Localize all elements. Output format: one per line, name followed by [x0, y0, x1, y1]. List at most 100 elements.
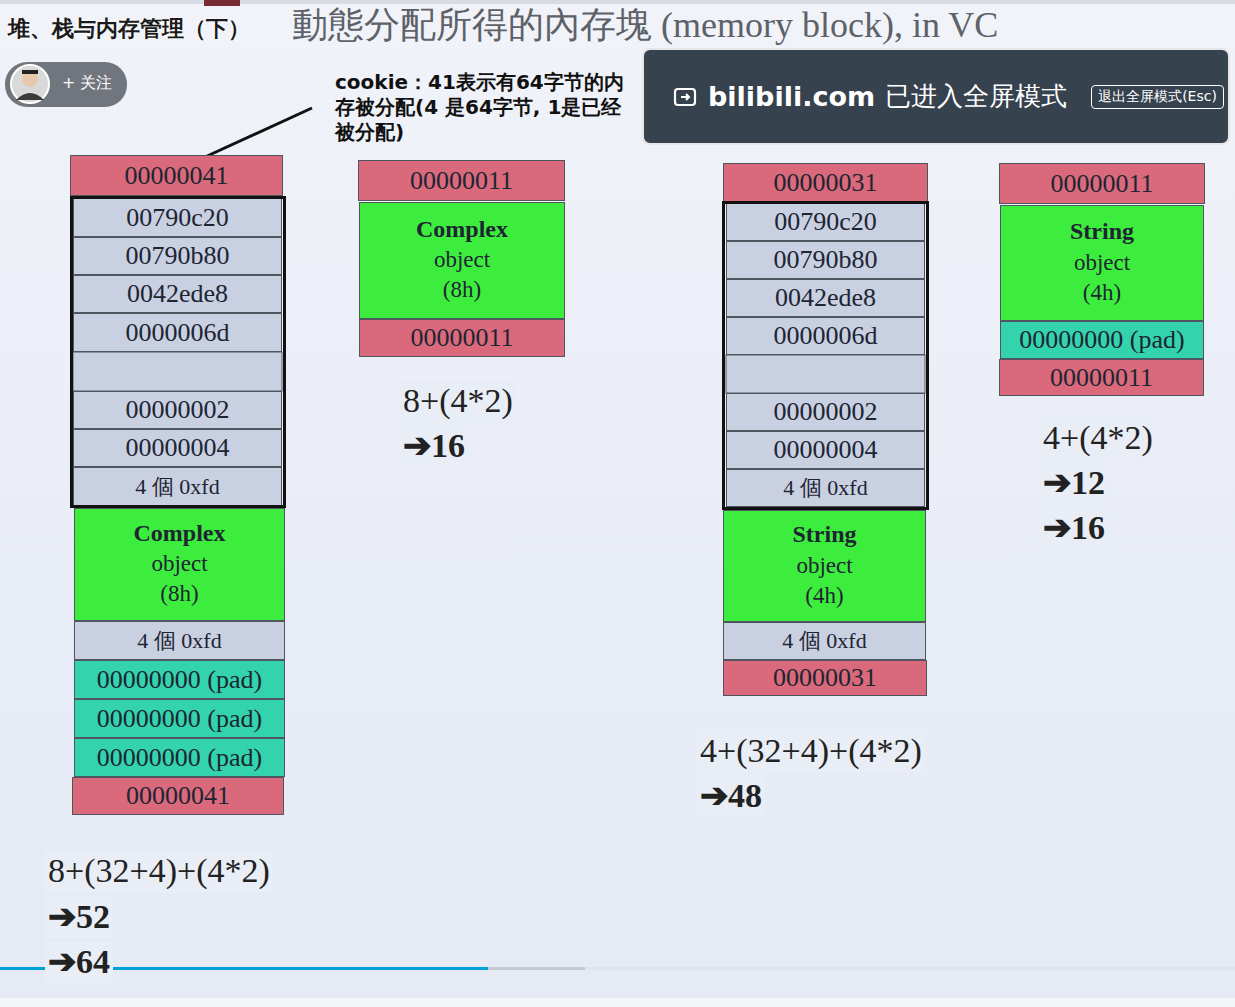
cell-value: 00000031 — [774, 168, 878, 198]
cookie-cell: 00000011 — [999, 359, 1204, 396]
pad-cell: 00000000 (pad) — [1000, 321, 1204, 359]
cell-value: 00000011 — [1050, 363, 1153, 393]
cookie-cell: 00000011 — [999, 163, 1205, 204]
cell-value: 00000000 (pad) — [97, 743, 262, 773]
result: ➔16 — [400, 425, 468, 468]
pad-cell: 00000000 (pad) — [74, 660, 285, 699]
cookie-cell: 00000031 — [723, 660, 927, 696]
cell-value: 4 個 0xfd — [783, 475, 867, 500]
leader-line — [205, 108, 312, 157]
cell-value: 0042ede8 — [775, 283, 876, 313]
cookie-cell: 00000031 — [723, 163, 928, 202]
object-body: object (4h) — [1059, 248, 1145, 308]
cell-value: 00000011 — [410, 323, 513, 353]
cell-value: 00000041 — [126, 781, 230, 811]
blank-cell — [726, 355, 925, 393]
fullscreen-notice: bilibili.com 已进入全屏模式退出全屏模式(Esc) — [642, 48, 1230, 145]
header-cell: 00000002 — [726, 393, 925, 431]
avatar — [11, 65, 49, 103]
header-cell: 00000002 — [73, 391, 282, 429]
object-cell: Complexobject (8h) — [359, 202, 565, 319]
cell-value: 00000011 — [1050, 169, 1153, 199]
header-cell: 0042ede8 — [73, 275, 282, 313]
result: ➔48 — [697, 775, 765, 818]
header-cell: 00790b80 — [726, 241, 925, 279]
cell-value: 00000004 — [774, 435, 878, 465]
top-strip — [0, 0, 1235, 4]
formula: 4+(4*2) — [1040, 417, 1156, 460]
exit-button: 退出全屏模式(Esc) — [1091, 85, 1224, 109]
object-body: object (8h) — [137, 549, 223, 609]
result: ➔52 — [45, 896, 113, 939]
cookie-cell: 00000041 — [72, 777, 284, 815]
cell-value: 00000031 — [773, 663, 877, 693]
header-cell: 00000004 — [726, 431, 925, 469]
cell-value: 00790c20 — [126, 203, 229, 233]
object-heading: String — [1070, 218, 1134, 246]
bottom-strip — [0, 998, 1235, 1007]
cell-value: 0000006d — [774, 321, 878, 351]
result: ➔16 — [1040, 507, 1108, 550]
header-cell: 00790c20 — [73, 198, 282, 237]
cookie-cell: 00000041 — [70, 155, 283, 196]
object-cell: Complexobject (8h) — [74, 508, 285, 621]
header-cell: 00000004 — [73, 429, 282, 467]
video-title: 堆、栈与内存管理（下） — [8, 15, 250, 43]
cell-value: 00790b80 — [774, 245, 878, 275]
pad-cell: 00000000 (pad) — [74, 738, 285, 777]
object-body: object (4h) — [782, 551, 868, 611]
avatar-face — [22, 71, 38, 87]
result: ➔64 — [45, 941, 113, 984]
header-cell: 4 個 0xfd — [74, 621, 285, 660]
formula: 8+(32+4)+(4*2) — [45, 850, 273, 893]
cell-value: 4 個 0xfd — [782, 628, 866, 653]
avatar-body — [16, 93, 44, 100]
cell-value: 4 個 0xfd — [135, 474, 219, 499]
cookie-cell: 00000011 — [359, 319, 565, 357]
blank-cell — [73, 352, 282, 391]
progress-buffered — [488, 967, 585, 970]
header-cell: 0000006d — [73, 313, 282, 352]
cell-value: 00000000 (pad) — [97, 704, 262, 734]
object-cell: Stringobject (4h) — [723, 510, 926, 622]
header-cell: 0000006d — [726, 317, 925, 355]
cell-value: 00000000 (pad) — [1019, 325, 1184, 355]
object-heading: Complex — [134, 520, 226, 548]
header-cell: 00790c20 — [726, 203, 925, 241]
header-cell: 4 個 0xfd — [723, 622, 926, 660]
cell-value: 00000002 — [126, 395, 230, 425]
cookie-cell: 00000011 — [358, 160, 565, 201]
notice-text: 已进入全屏模式 — [885, 79, 1067, 114]
object-heading: String — [792, 521, 856, 549]
cell-value: 00000002 — [774, 397, 878, 427]
formula: 4+(32+4)+(4*2) — [697, 730, 925, 773]
header-cell: 4 個 0xfd — [73, 467, 282, 506]
header-cell: 0042ede8 — [726, 279, 925, 317]
follow-button: + 关注 — [62, 73, 113, 93]
pad-cell: 00000000 (pad) — [74, 699, 285, 738]
avatar-hair — [22, 70, 38, 74]
result: ➔12 — [1040, 462, 1108, 505]
site-name: bilibili.com — [708, 81, 875, 112]
object-body: object (8h) — [419, 245, 505, 305]
cell-value: 00790c20 — [774, 207, 877, 237]
formula: 8+(4*2) — [400, 380, 516, 423]
cell-value: 00000000 (pad) — [97, 665, 262, 695]
cell-value: 0000006d — [126, 318, 230, 348]
cell-value: 00000011 — [410, 166, 513, 196]
follow-pill — [5, 62, 127, 107]
title-mark — [204, 0, 240, 6]
header-cell: 00790b80 — [73, 237, 282, 275]
fullscreen-icon — [672, 84, 698, 110]
cell-value: 00790b80 — [126, 241, 230, 271]
object-cell: Stringobject (4h) — [1000, 205, 1204, 321]
header-cell: 4 個 0xfd — [726, 469, 925, 507]
cell-value: 00000041 — [125, 161, 229, 191]
cookie-note: cookie：41表示有64字节的内存被分配(4 是64字节, 1是已经被分配) — [335, 70, 630, 145]
progress-rest — [585, 967, 1235, 970]
object-heading: Complex — [416, 216, 508, 244]
cell-value: 00000004 — [126, 433, 230, 463]
slide-title: 動態分配所得的內存塊 (memory block), in VC — [292, 4, 998, 46]
cell-value: 0042ede8 — [127, 279, 228, 309]
